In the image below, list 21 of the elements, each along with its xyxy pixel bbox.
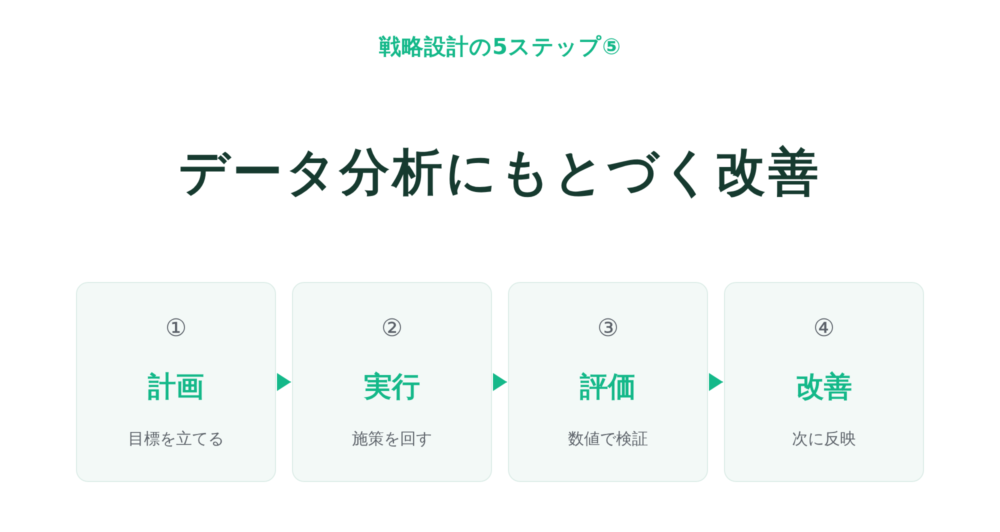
heading: データ分析にもとづく改善 — [178, 142, 822, 203]
step-number: ④ — [813, 313, 835, 343]
step-number: ① — [165, 313, 187, 343]
step-title: 評価 — [580, 369, 636, 405]
step-card — [724, 282, 924, 482]
step-number: ② — [381, 313, 403, 343]
step-number: ③ — [597, 313, 619, 343]
subtitle: 戦略設計の5ステップ⑤ — [378, 34, 622, 62]
arrow — [708, 373, 724, 391]
step-description: 次に反映 — [792, 428, 856, 450]
step-title: 改善 — [796, 369, 852, 405]
step-description: 目標を立てる — [128, 428, 224, 450]
arrow — [276, 373, 292, 391]
step-description: 施策を回す — [352, 428, 432, 450]
step-title: 計画 — [148, 369, 204, 405]
step-card — [508, 282, 708, 482]
arrow — [492, 373, 508, 391]
step-card — [76, 282, 276, 482]
step-title: 実行 — [364, 369, 420, 405]
step-card — [292, 282, 492, 482]
step-description: 数値で検証 — [568, 428, 648, 450]
